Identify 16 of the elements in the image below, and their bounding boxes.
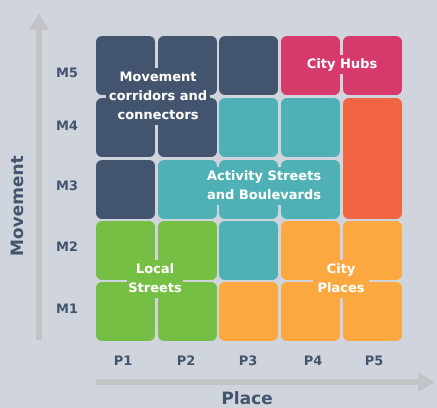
axis-title: Movement	[8, 156, 28, 256]
region-label: City Places	[313, 260, 369, 298]
region-label: Local Streets	[127, 260, 183, 298]
row-label: M1	[55, 302, 79, 318]
row-label: M4	[55, 119, 79, 135]
grid-region	[343, 98, 402, 219]
axis-title: Place	[220, 389, 274, 408]
column-label: P4	[302, 354, 324, 370]
row-label: M2	[55, 240, 79, 256]
column-label: P5	[364, 354, 384, 370]
row-label: M5	[55, 66, 79, 82]
column-label: P2	[176, 354, 196, 370]
column-label: P3	[238, 354, 258, 370]
column-label: P1	[112, 354, 134, 370]
region-label: Movement corridors and connectors	[106, 68, 210, 125]
row-label: M3	[55, 179, 79, 195]
